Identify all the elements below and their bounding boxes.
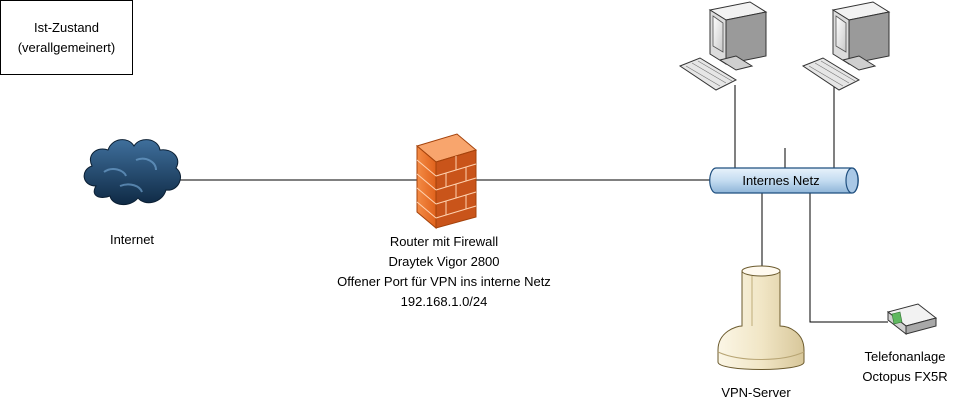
computer-icon — [801, 1, 891, 91]
cloud-icon — [83, 139, 181, 205]
connections — [178, 85, 888, 323]
server-tower-icon — [717, 265, 805, 370]
network-bus-icon — [709, 167, 859, 194]
router-label: Router mit Firewall Draytek Vigor 2800 O… — [314, 232, 574, 312]
internet-label: Internet — [109, 232, 155, 247]
phone-system-label-line: Telefonanlage — [864, 349, 946, 364]
phone-system-label: Telefonanlage Octopus FX5R — [855, 347, 955, 387]
router-label-line: Draytek Vigor 2800 — [388, 254, 500, 269]
internal-network-label: Internes Netz — [742, 173, 820, 188]
vpn-server-label: VPN-Server — [721, 385, 791, 400]
router-label-line: 192.168.1.0/24 — [400, 294, 488, 309]
link-bus-phone — [809, 193, 888, 323]
phone-switch-icon — [886, 303, 938, 336]
workstation-2 — [801, 1, 891, 91]
router-label-line: Offener Port für VPN ins interne Netz — [337, 274, 551, 289]
firewall-icon — [415, 133, 478, 230]
status-box-subtitle: (verallgemeinert) — [17, 40, 116, 55]
status-box: Ist-Zustand (verallgemeinert) — [0, 0, 133, 75]
router-label-line: Router mit Firewall — [389, 234, 499, 249]
phone-system-label-line: Octopus FX5R — [862, 369, 948, 384]
computer-icon — [678, 1, 768, 91]
status-box-title: Ist-Zustand — [33, 20, 100, 35]
workstation-1 — [678, 1, 768, 91]
